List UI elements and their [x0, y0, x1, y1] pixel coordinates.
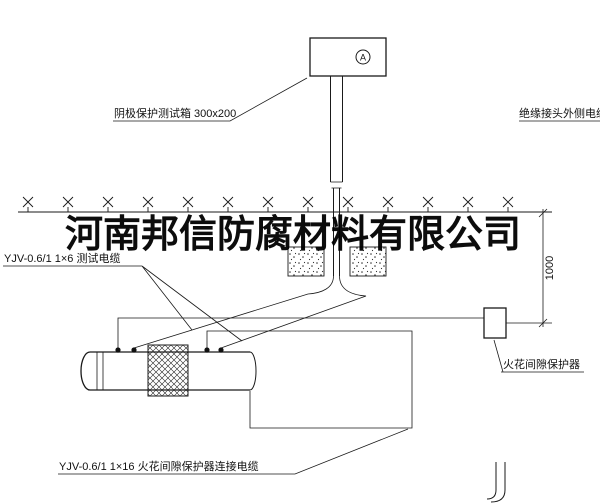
ammeter-circle-icon — [355, 49, 371, 65]
leader-spark-protector — [493, 339, 584, 373]
pipe-break-icon — [330, 181, 343, 189]
label-insulated-joint-cable: 绝缘接头外侧电缆 — [519, 106, 600, 120]
pipe-end-cap-left — [80, 351, 91, 391]
label-spark-gap-protector: 火花间隙保护器 — [503, 357, 580, 371]
label-test-cable: YJV-0.6/1 1×6 测试电缆 — [4, 252, 120, 265]
ammeter-letter: A — [360, 53, 366, 63]
label-spark-gap-cable: YJV-0.6/1 1×16 火花间隙保护器连接电缆 — [59, 459, 259, 473]
leader-spark-cable — [58, 428, 409, 475]
spark-gap-cables — [117, 317, 484, 429]
concrete-block-left — [287, 246, 325, 277]
leader-lines — [3, 77, 600, 475]
dimension-value: 1000 — [544, 256, 556, 280]
leader-test-box — [113, 77, 308, 122]
dimension-line: 1000 — [538, 208, 556, 328]
company-watermark: 河南邦信防腐材料有限公司 — [65, 214, 521, 256]
label-test-box: 阴极保护测试箱 300x200 — [114, 106, 236, 120]
pipe-weld-lines — [96, 352, 104, 390]
cad-weld-dots — [115, 347, 224, 353]
leader-test-cable — [3, 265, 243, 342]
pipe-end-cap-right — [249, 351, 257, 391]
dimension-ticks — [538, 208, 548, 328]
test-box: A — [309, 37, 387, 77]
spark-gap-protector-box — [483, 307, 552, 339]
concrete-block-right — [349, 246, 387, 277]
insulating-joint-hatch — [147, 344, 189, 397]
riser-conduit — [330, 76, 343, 276]
pipe-riser-symbol — [486, 462, 506, 503]
ground-marks — [22, 196, 514, 213]
test-cables — [133, 275, 367, 349]
